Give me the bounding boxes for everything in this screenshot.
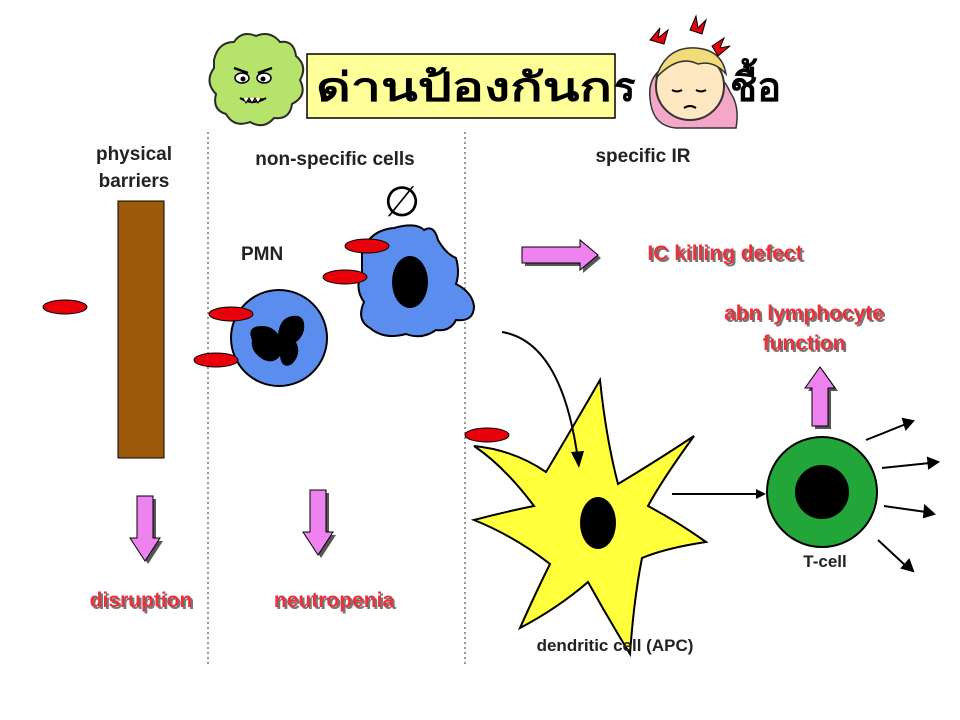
page-title: ด่านป้องกันก [316,65,612,111]
pmn-cell [230,289,328,387]
t-cell [766,436,878,548]
ic-killing-defect-shadow: IC killing defect [649,244,804,267]
page-title-tail: ชื้อ [730,58,781,111]
physical-barrier [117,200,165,459]
dendritic-cell [470,376,709,658]
disruption-shadow: disruption [92,591,195,614]
ic-killing-defect-label-group: IC killing defect IC killing defect [647,242,804,267]
germ-cartoon-icon [208,33,305,127]
column-header-specific: specific IR [595,146,690,167]
neutropenia-shadow: neutropenia [276,591,396,614]
uptake-arrow-head [571,451,584,468]
microbe [193,352,239,368]
microbe [322,269,368,285]
t-cell-label: T-cell [803,552,846,571]
abn-lymphocyte-shadow-1: abn lymphocyte [726,304,886,327]
ic-killing-defect-label: IC killing defect [647,242,802,265]
abn-lymphocyte-arrow-icon [804,366,838,429]
sick-girl-cartoon-icon [648,14,738,129]
microbe [464,427,510,443]
column-header-physical-line2: barriers [99,171,170,192]
disruption-label: disruption [90,589,193,612]
neutropenia-label: neutropenia [274,589,394,612]
ic-killing-arrow-icon [521,238,601,273]
presentation-arrow-head [756,489,766,499]
macrophage-nucleus [392,256,428,308]
column-header-physical-line1: physical [96,144,172,165]
pmn-nucleus [250,315,305,366]
neutropenia-label-group: neutropenia neutropenia [274,589,396,614]
t-cell-output-arrows [865,417,941,573]
abn-lymphocyte-label-2: function [763,332,846,355]
disruption-label-group: disruption disruption [90,589,195,614]
dendritic-nucleus [580,497,616,549]
abn-lymphocyte-shadow-2: function [765,334,848,357]
uptake-arrow [501,331,579,461]
dendritic-cell-label: dendritic cell (APC) [537,636,694,655]
microbe [42,299,88,315]
disruption-arrow-icon [129,495,163,564]
macrophage-cell [357,224,476,338]
null-symbol: ∅ [384,177,421,226]
page-title-tail-char: ร [614,65,636,111]
abn-lymphocyte-label-group: abn lymphocyte abn lymphocyte function f… [724,302,886,357]
title-box [306,53,616,119]
abn-lymphocyte-label-1: abn lymphocyte [724,302,884,325]
microbe [344,238,390,254]
microbe [208,306,254,322]
column-header-nonspecific: non-specific cells [255,149,414,170]
neutropenia-arrow-icon [302,489,336,558]
pmn-label: PMN [241,244,283,265]
